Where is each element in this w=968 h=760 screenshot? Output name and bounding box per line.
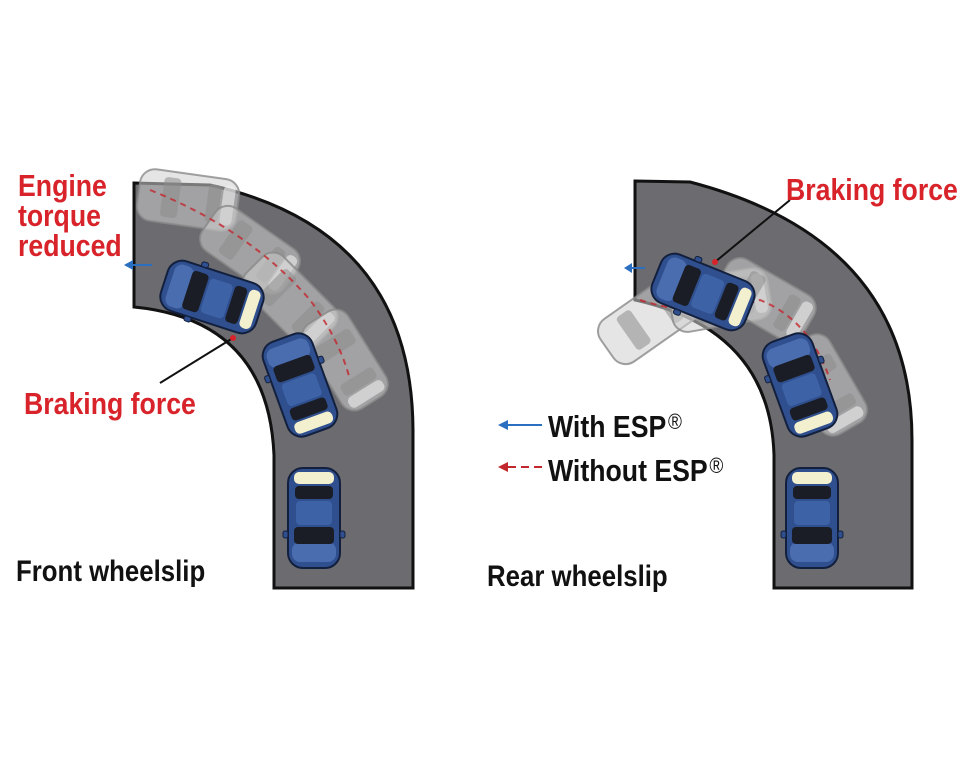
engine-torque-line-1: Engine bbox=[18, 168, 107, 203]
front-wheelslip-caption: Front wheelslip bbox=[16, 555, 206, 588]
front-wheelslip-diagram bbox=[124, 166, 415, 590]
braking-point-left bbox=[230, 335, 236, 341]
legend-with-esp-arrow bbox=[498, 420, 542, 430]
rear-wheelslip-diagram bbox=[591, 179, 914, 590]
legend-with-esp: With ESP® bbox=[548, 409, 682, 444]
braking-force-leader-left bbox=[159, 337, 234, 384]
legend-without-esp-arrow bbox=[498, 462, 542, 472]
braking-point-right bbox=[712, 259, 718, 265]
legend-with-esp-text: With ESP bbox=[548, 409, 667, 444]
heading-arrow-left bbox=[124, 260, 152, 270]
braking-force-label-left: Braking force bbox=[24, 386, 196, 421]
engine-torque-line-3: reduced bbox=[18, 228, 122, 263]
registered-mark: ® bbox=[709, 453, 724, 478]
legend-without-esp-text: Without ESP bbox=[548, 453, 708, 488]
braking-force-leader-right bbox=[714, 199, 791, 263]
engine-torque-label: Engine torque reduced bbox=[18, 168, 122, 263]
rear-wheelslip-caption: Rear wheelslip bbox=[487, 560, 668, 593]
engine-torque-line-2: torque bbox=[18, 198, 101, 233]
heading-arrow-right bbox=[624, 263, 645, 273]
registered-mark: ® bbox=[667, 409, 682, 434]
legend-without-esp: Without ESP® bbox=[548, 453, 724, 488]
trajectory-without-esp-left bbox=[149, 189, 351, 381]
braking-force-label-right: Braking force bbox=[786, 172, 958, 207]
